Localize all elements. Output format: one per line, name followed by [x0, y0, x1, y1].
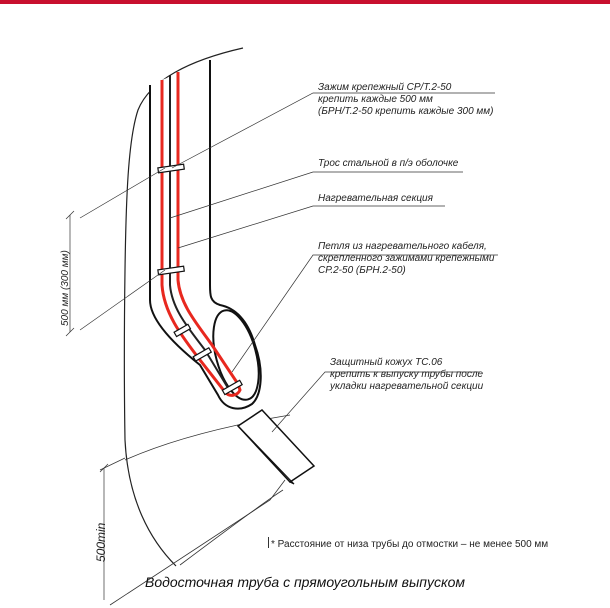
figure-caption: Водосточная труба с прямоугольным выпуск… — [144, 574, 465, 590]
wall-right-edge — [179, 489, 284, 566]
label-clamp-line2: крепить каждые 500 мм — [318, 94, 433, 105]
clamp — [221, 379, 243, 396]
label-cable: Трос стальной в п/э оболочке — [318, 158, 459, 169]
dim-label-min: 500min — [94, 522, 108, 562]
casing-edge — [237, 425, 295, 485]
dim-tick — [99, 463, 109, 473]
protective-casing — [236, 409, 316, 483]
leader-clamp — [171, 92, 495, 169]
leader-cable — [169, 171, 463, 219]
label-casing-line2: крепить к выпуску трубы после — [330, 369, 484, 380]
downpipe-body — [149, 60, 262, 410]
label-loop-line1: Петля из нагревательного кабеля, — [318, 241, 487, 252]
label-casing: Защитный кожух ТС.06 крепить к выпуску т… — [330, 357, 483, 393]
label-loop-line3: СР.2-50 (БРН.2-50) — [318, 265, 406, 276]
footnote-text: * Расстояние от низа трубы до отмостки –… — [271, 539, 549, 550]
leader-casing — [271, 371, 480, 433]
label-loop: Петля из нагревательного кабеля, скрепле… — [318, 241, 494, 277]
pipe-outlet-opening — [212, 309, 260, 401]
dim-tick — [65, 210, 75, 220]
label-clamp-line3: (БРН/Т.2-50 крепить каждые 300 мм) — [318, 106, 494, 117]
leader-section — [177, 205, 445, 249]
label-clamp-line1: Зажим крепежный СР/Т.2-50 — [318, 82, 452, 93]
dim-ext-bottom — [79, 269, 166, 331]
ground-line — [109, 479, 286, 606]
label-loop-line2: скрепленного зажимами крепежными — [318, 253, 495, 264]
label-section: Нагревательная секция — [318, 193, 433, 204]
footnote: * Расстояние от низа трубы до отмостки –… — [268, 537, 548, 550]
label-casing-line1: Защитный кожух ТС.06 — [330, 357, 443, 368]
heating-cable-right — [176, 72, 240, 385]
top-accent-rule — [0, 0, 610, 4]
leader-loop — [231, 254, 498, 373]
steel-cable — [169, 75, 229, 389]
clamp — [173, 323, 192, 338]
footnote-marker — [268, 537, 269, 548]
dim-ext-top — [79, 167, 166, 219]
dim-tick — [65, 327, 75, 337]
label-clamp: Зажим крепежный СР/Т.2-50 крепить каждые… — [318, 82, 493, 118]
clamp — [157, 163, 185, 174]
label-casing-line3: укладки нагревательной секции — [330, 381, 484, 392]
clamp — [192, 346, 213, 362]
dim-label-spacing: 500 мм (300 мм) — [60, 250, 71, 326]
clamp — [157, 265, 185, 276]
